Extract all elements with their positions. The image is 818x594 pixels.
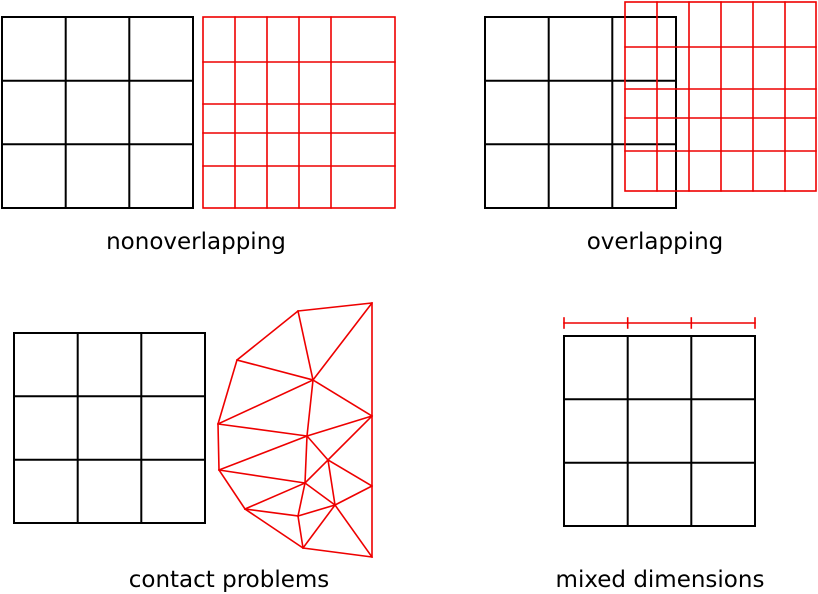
caption-overlapping: overlapping [586,229,724,255]
panel-contact-problems [13,301,374,559]
caption-contact-problems: contact problems [128,567,330,593]
coarse-grid [1,16,194,209]
one-d-mesh [563,317,756,329]
panel-mixed-dimensions [563,317,756,527]
fine-grid [202,16,396,209]
panel-nonoverlapping [1,16,396,209]
caption-nonoverlapping: nonoverlapping [106,229,286,255]
caption-mixed-dimensions: mixed dimensions [555,567,765,593]
triangle-mesh [216,301,374,559]
fine-grid [624,1,817,192]
coarse-grid [484,16,677,209]
coarse-grid [563,335,756,527]
coarse-grid [13,332,206,524]
panel-overlapping [484,1,817,209]
